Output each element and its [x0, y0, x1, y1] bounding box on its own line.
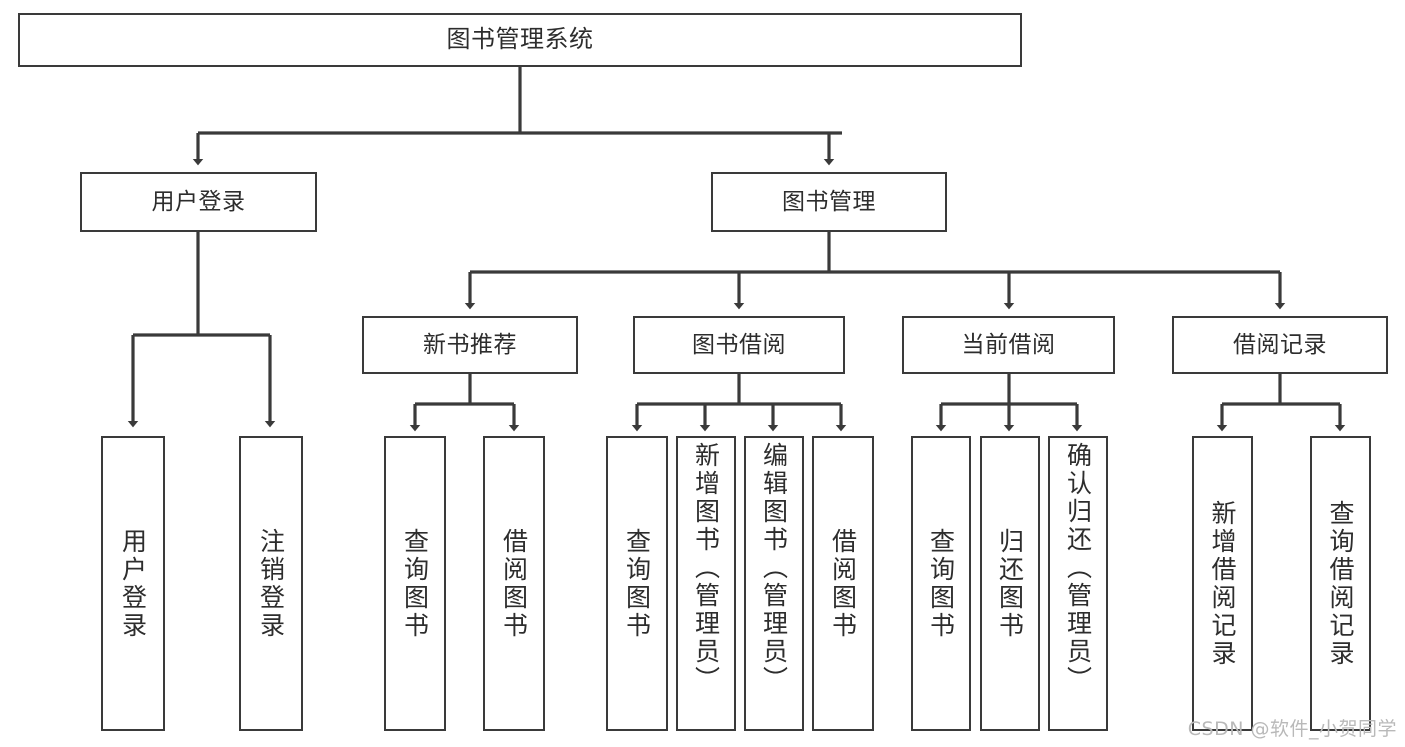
watermark: CSDN @软件_小贺同学 — [1187, 718, 1397, 740]
node-new-book-recommend-label: 新书推荐 — [423, 331, 517, 358]
node-book-borrow[interactable]: 图书借阅 — [633, 316, 845, 374]
node-book-management-label: 图书管理 — [782, 188, 876, 215]
leaf-current-confirm-return[interactable]: 确认归还（管理员） — [1048, 436, 1108, 731]
node-root[interactable]: 图书管理系统 — [18, 13, 1022, 67]
leaf-record-query[interactable]: 查询借阅记录 — [1310, 436, 1371, 731]
leaf-user-login-logout[interactable]: 注销登录 — [239, 436, 303, 731]
leaf-label: 归还图书 — [995, 527, 1025, 640]
leaf-label: 新增借阅记录 — [1208, 499, 1237, 668]
leaf-label: 新增图书（管理员） — [691, 442, 721, 694]
node-user-login[interactable]: 用户登录 — [80, 172, 317, 232]
leaf-borrow-borrow-book[interactable]: 借阅图书 — [812, 436, 874, 731]
leaf-label: 查询图书 — [926, 527, 956, 640]
node-new-book-recommend[interactable]: 新书推荐 — [362, 316, 578, 374]
leaf-label: 用户登录 — [118, 527, 148, 640]
leaf-new-book-query[interactable]: 查询图书 — [384, 436, 446, 731]
node-user-login-label: 用户登录 — [151, 188, 246, 215]
leaf-label: 借阅图书 — [499, 527, 529, 640]
leaf-label: 借阅图书 — [828, 527, 858, 640]
node-borrow-record[interactable]: 借阅记录 — [1172, 316, 1388, 374]
leaf-label: 注销登录 — [256, 527, 286, 640]
leaf-borrow-query-book[interactable]: 查询图书 — [606, 436, 668, 731]
node-current-borrow[interactable]: 当前借阅 — [902, 316, 1115, 374]
node-root-label: 图书管理系统 — [446, 25, 594, 54]
node-book-management[interactable]: 图书管理 — [711, 172, 947, 232]
leaf-user-login-login[interactable]: 用户登录 — [101, 436, 165, 731]
leaf-borrow-add-book[interactable]: 新增图书（管理员） — [676, 436, 736, 731]
leaf-new-book-borrow[interactable]: 借阅图书 — [483, 436, 545, 731]
leaf-borrow-edit-book[interactable]: 编辑图书（管理员） — [744, 436, 804, 731]
leaf-label: 查询图书 — [622, 527, 652, 640]
leaf-label: 查询借阅记录 — [1326, 499, 1355, 668]
leaf-record-add[interactable]: 新增借阅记录 — [1192, 436, 1253, 731]
node-current-borrow-label: 当前借阅 — [961, 331, 1056, 358]
leaf-current-return-book[interactable]: 归还图书 — [980, 436, 1040, 731]
leaf-current-query-book[interactable]: 查询图书 — [911, 436, 971, 731]
leaf-label: 确认归还（管理员） — [1063, 442, 1093, 694]
node-book-borrow-label: 图书借阅 — [692, 331, 786, 358]
leaf-label: 查询图书 — [400, 527, 430, 640]
node-borrow-record-label: 借阅记录 — [1233, 331, 1327, 358]
leaf-label: 编辑图书（管理员） — [759, 442, 789, 694]
